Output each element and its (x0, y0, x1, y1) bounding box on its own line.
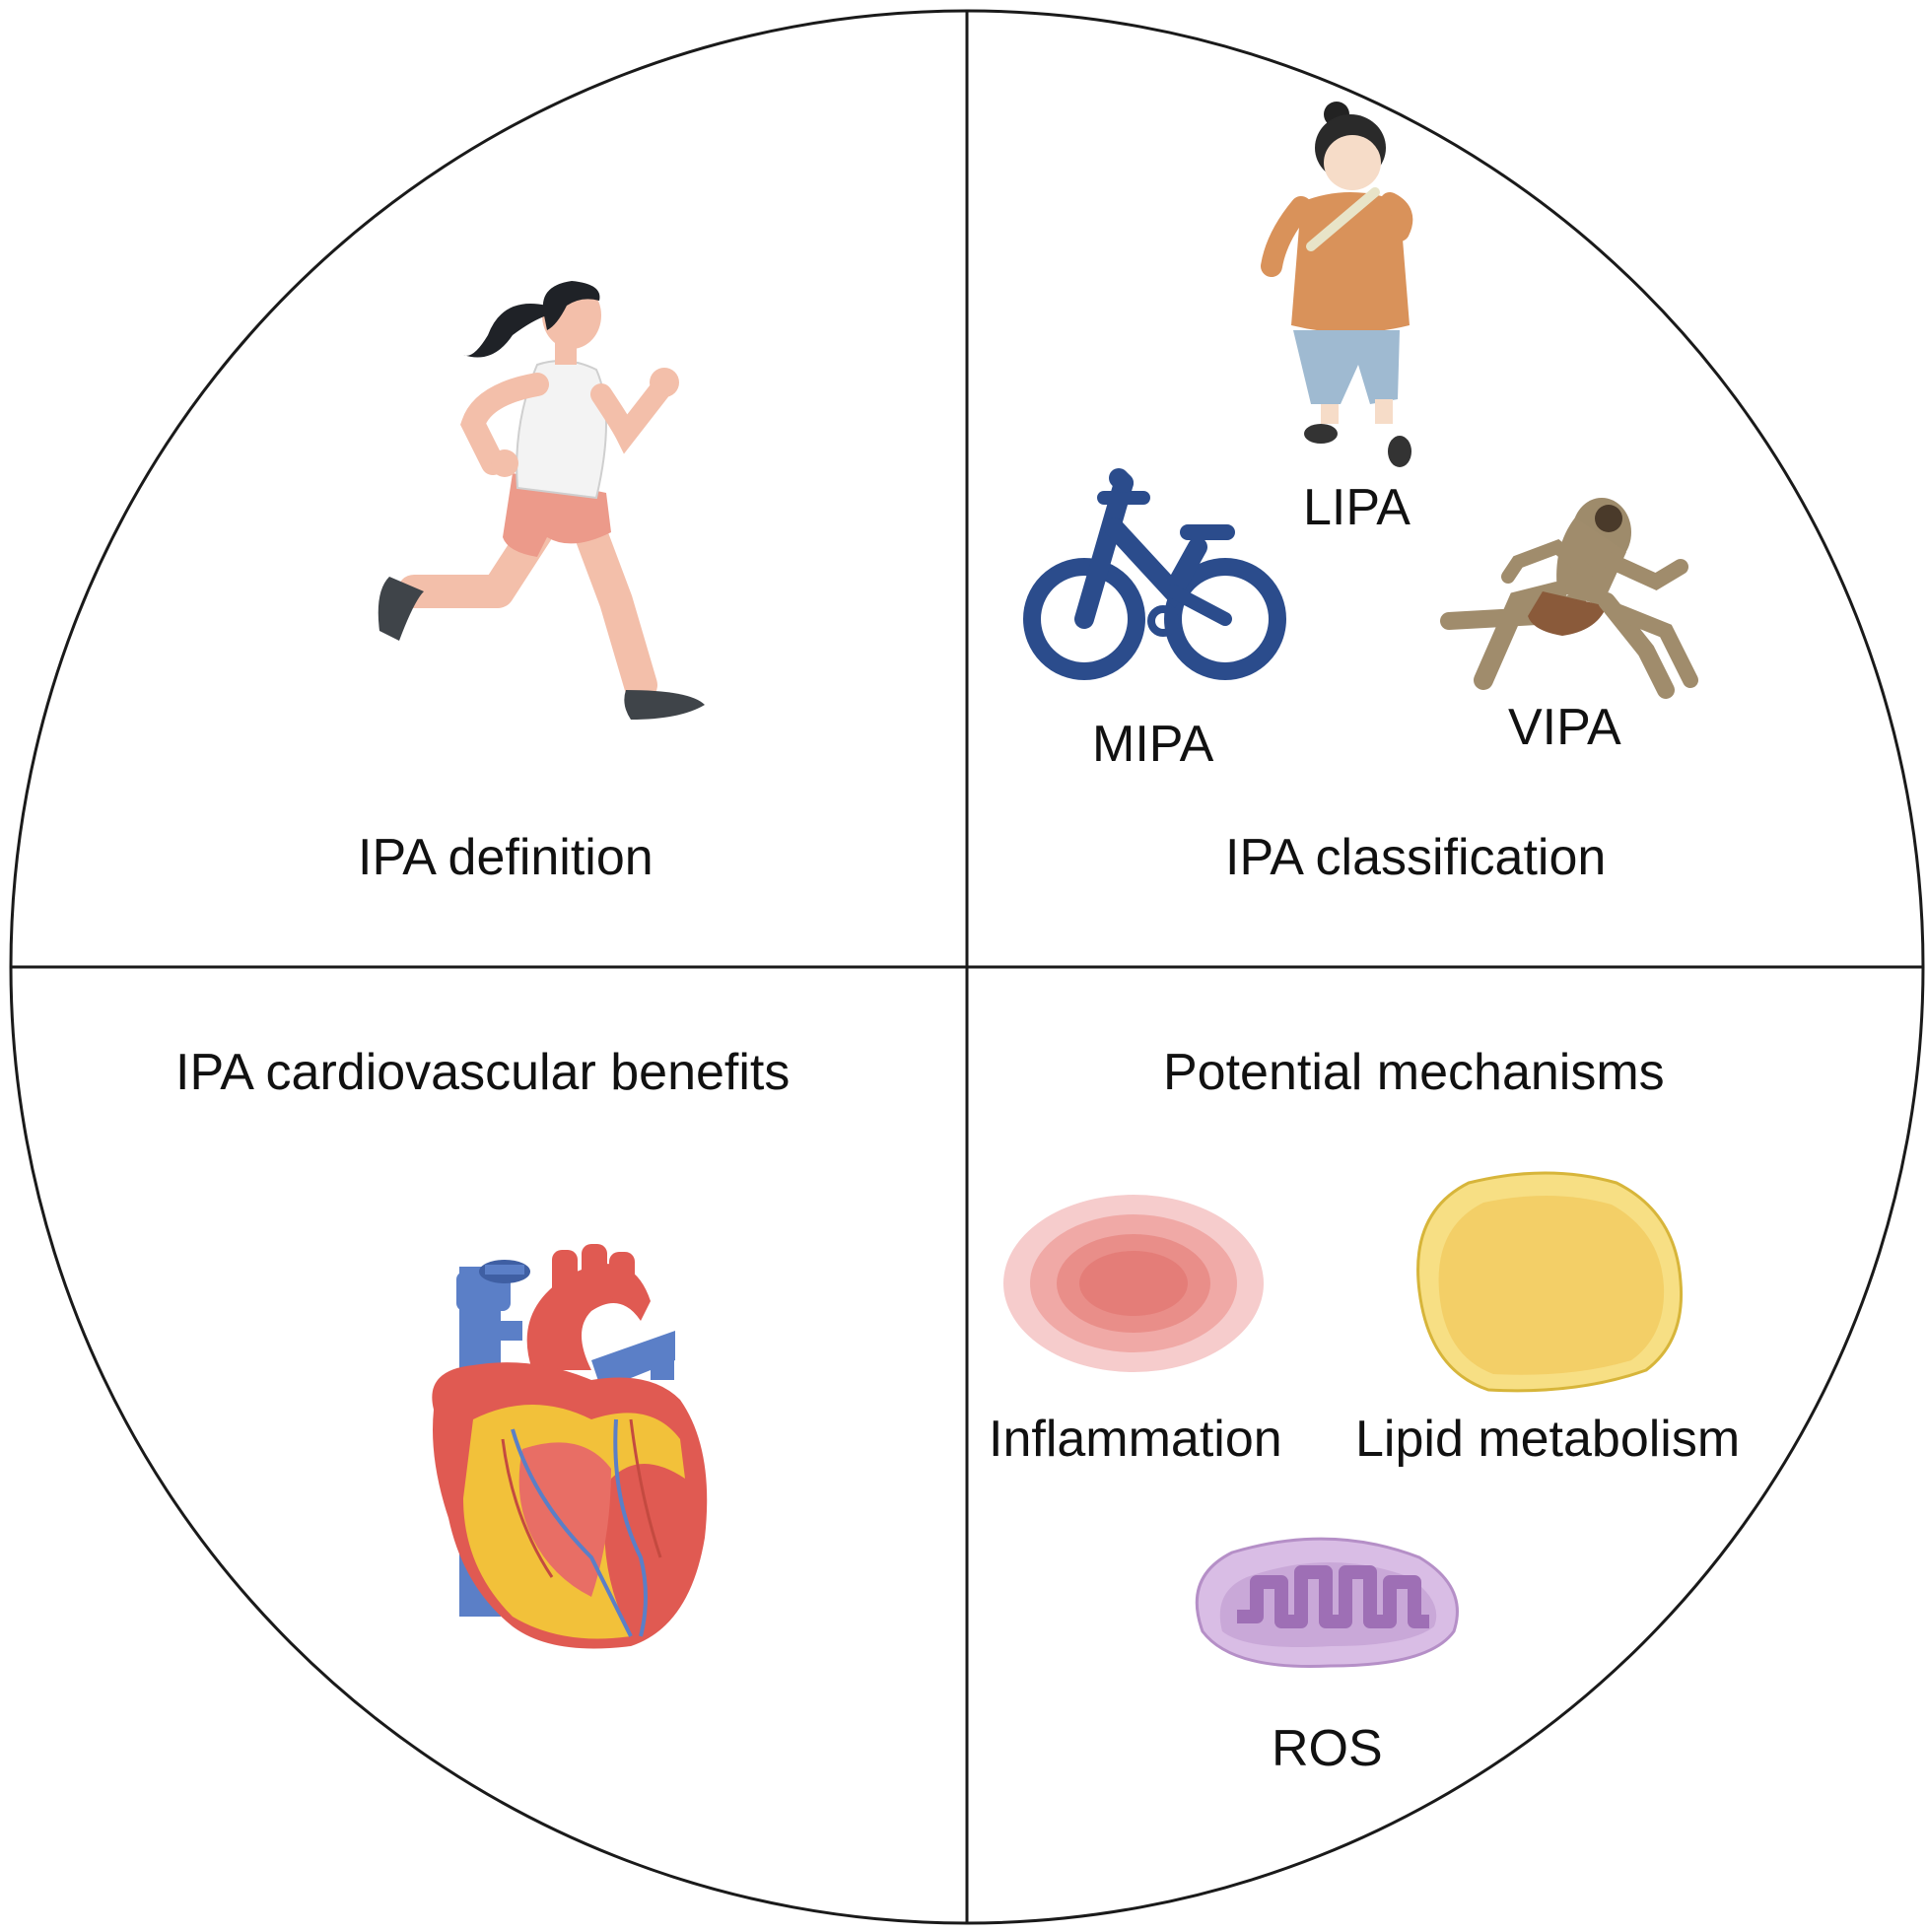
sprinting-man-icon (1440, 498, 1698, 699)
ros-label: ROS (1272, 1720, 1383, 1777)
lipid-metabolism-label: Lipid metabolism (1355, 1411, 1741, 1468)
ipa-cardiovascular-benefits-title: IPA cardiovascular benefits (175, 1044, 791, 1101)
ipa-classification-title: IPA classification (1225, 829, 1607, 886)
bicycle-icon (1023, 468, 1286, 680)
mitochondrion-icon (1195, 1537, 1459, 1669)
lipid-droplet-icon (1416, 1171, 1684, 1393)
mipa-label: MIPA (1092, 716, 1214, 773)
runner-woman-icon (378, 281, 705, 720)
inflammation-label: Inflammation (989, 1411, 1282, 1468)
child-figure-icon (1261, 102, 1413, 467)
lipa-label: LIPA (1303, 479, 1411, 536)
heart-icon (432, 1244, 708, 1649)
potential-mechanisms-title: Potential mechanisms (1163, 1044, 1665, 1101)
inflammation-icon (1003, 1195, 1264, 1372)
ipa-definition-title: IPA definition (358, 829, 654, 886)
vipa-label: VIPA (1508, 699, 1621, 756)
